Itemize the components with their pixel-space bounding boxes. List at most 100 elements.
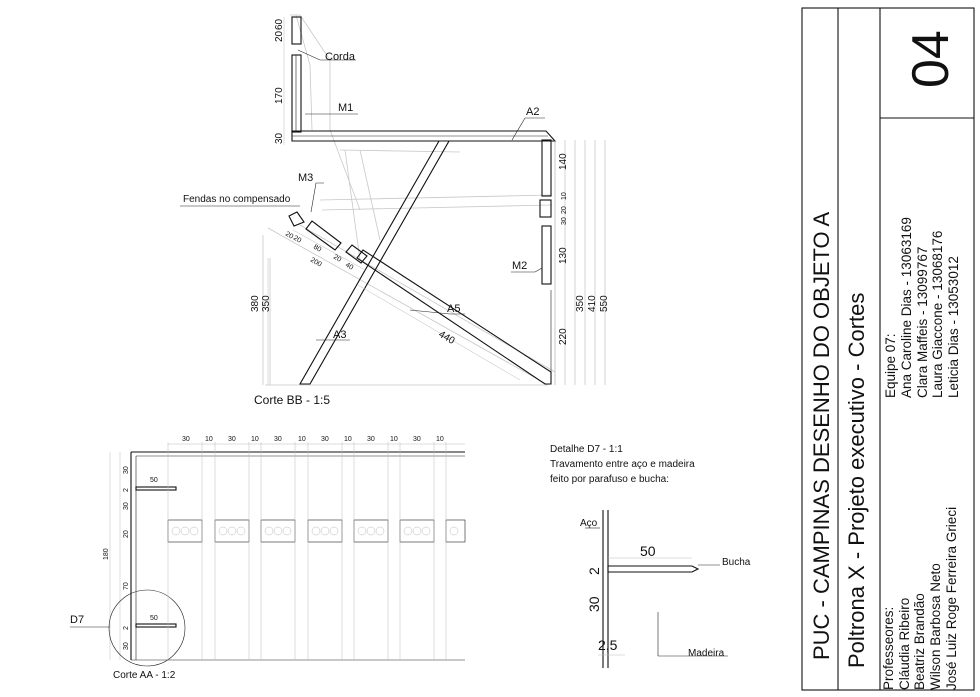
dim-text: 50 bbox=[150, 477, 158, 484]
dim-text: 30 bbox=[228, 436, 236, 443]
team-member: Laura Giaccone - 13068176 bbox=[930, 231, 945, 398]
dim-text: 380 bbox=[250, 295, 261, 312]
dim-text: 10 bbox=[436, 436, 444, 443]
dim-text: 30 bbox=[123, 466, 130, 474]
dim-text: 30 bbox=[561, 217, 568, 225]
dim-text: 70 bbox=[123, 582, 130, 590]
dim-text: 140 bbox=[558, 153, 569, 170]
dim-text: 10 bbox=[344, 436, 352, 443]
dim-text: 20 bbox=[284, 231, 294, 241]
dim-text: 30 bbox=[123, 642, 130, 650]
title-block: PUC - CAMPINAS DESENHO DO OBJETO A Poltr… bbox=[801, 7, 975, 691]
dim-text: 30 bbox=[123, 502, 130, 510]
slot-block-m3-c bbox=[345, 244, 368, 264]
front-upright-upper bbox=[541, 139, 552, 197]
dim-text: 30 bbox=[367, 436, 375, 443]
dim-2: 2 bbox=[586, 567, 602, 575]
section-bb: Corda M1 A2 M3 Fendas no compensado M2 A… bbox=[180, 14, 610, 407]
dim-text: 30 bbox=[182, 436, 190, 443]
diagonal-a3 bbox=[299, 140, 450, 385]
dim-text: 20 bbox=[274, 30, 285, 42]
dim-text: 10 bbox=[205, 436, 213, 443]
slat-circles bbox=[171, 526, 459, 536]
detail-title: Detalhe D7 - 1:1 bbox=[550, 444, 623, 455]
dim-text: 410 bbox=[587, 295, 598, 312]
dim-text: 200 bbox=[309, 257, 323, 269]
label-fendas: Fendas no compensado bbox=[183, 194, 291, 205]
dim-30: 30 bbox=[586, 596, 602, 612]
screw-lower bbox=[135, 623, 177, 628]
dim-text: 10 bbox=[298, 436, 306, 443]
dim-50: 50 bbox=[640, 543, 656, 559]
dim-text: 10 bbox=[390, 436, 398, 443]
detail-desc-1: Travamento entre aço e madeira bbox=[550, 459, 695, 470]
label-corda: Corda bbox=[325, 51, 356, 63]
dim-text: 10 bbox=[561, 192, 568, 200]
dim-text: 550 bbox=[599, 295, 610, 312]
professor-name: Wilson Barbosa Neto bbox=[928, 563, 943, 690]
institution-title: PUC - CAMPINAS DESENHO DO OBJETO A bbox=[809, 211, 834, 660]
dim-text: 10 bbox=[251, 436, 259, 443]
dim-25: 2,5 bbox=[598, 637, 618, 653]
detail-desc-2: feito por parafuso e bucha: bbox=[550, 474, 669, 485]
label-aco: Aço bbox=[580, 518, 598, 529]
dim-text: 220 bbox=[558, 328, 569, 345]
dim-text: 130 bbox=[558, 247, 569, 264]
detail-d7: Detalhe D7 - 1:1 Travamento entre aço e … bbox=[550, 444, 751, 668]
dim-text: 30 bbox=[321, 436, 329, 443]
slot-block-m3-a bbox=[288, 211, 305, 227]
dim-text: 30 bbox=[274, 132, 285, 144]
front-slot-block bbox=[539, 199, 552, 218]
dim-text: 60 bbox=[274, 18, 285, 30]
section-aa-title: Corte AA - 1:2 bbox=[113, 670, 176, 681]
dim-text: 20 bbox=[292, 235, 302, 245]
label-m1: M1 bbox=[338, 102, 353, 114]
dim-text: 80 bbox=[312, 244, 322, 254]
professor-name: José Luiz Roge Ferreira Grieci bbox=[944, 507, 959, 690]
dim-text: 30 bbox=[274, 436, 282, 443]
label-m3: M3 bbox=[298, 172, 313, 184]
team-member: Clara Maffeis - 13099767 bbox=[915, 247, 930, 398]
drawing-subtitle: Poltrona X - Projeto executivo - Cortes bbox=[844, 293, 869, 668]
label-a3: A3 bbox=[333, 329, 346, 341]
section-aa: 50 50 D7 bbox=[70, 436, 466, 681]
label-a5: A5 bbox=[447, 303, 460, 315]
title-block-frame bbox=[801, 7, 975, 691]
dim-text: 20 bbox=[123, 530, 130, 538]
dim-text: 30 bbox=[413, 436, 421, 443]
dim-text: 20 bbox=[561, 206, 568, 214]
professor-name: Cláudia Ribeiro bbox=[897, 598, 912, 690]
dim-text: 50 bbox=[150, 615, 158, 622]
dim-text: 350 bbox=[575, 295, 586, 312]
professor-name: Beatriz Brandão bbox=[912, 593, 927, 690]
dim-text: 20 bbox=[332, 254, 342, 264]
top-dims: 30 10 30 10 30 10 30 10 30 10 30 10 bbox=[182, 436, 444, 443]
diagonal-a5 bbox=[356, 249, 552, 385]
dim-text: 350 bbox=[261, 295, 272, 312]
label-madeira: Madeira bbox=[688, 648, 725, 659]
label-bucha: Bucha bbox=[722, 557, 751, 568]
detail-circle-d7 bbox=[108, 589, 186, 667]
dim-text: 180 bbox=[103, 548, 110, 560]
front-upright-m2 bbox=[541, 225, 552, 285]
ghost-lines bbox=[262, 14, 606, 386]
slot-block-m3-b bbox=[305, 220, 342, 251]
screw-upper bbox=[135, 486, 177, 491]
backrest-top-block bbox=[291, 16, 302, 45]
team-member: Leticia Dias - 13053012 bbox=[946, 256, 961, 398]
screw-detail bbox=[607, 565, 700, 573]
dim-text: 2 bbox=[123, 488, 130, 492]
professors-title: Professeores: bbox=[881, 607, 896, 690]
dim-text: 2 bbox=[123, 626, 130, 630]
dim-text: 170 bbox=[274, 87, 285, 104]
detail-ref-d7: D7 bbox=[70, 614, 84, 626]
team-member: Ana Caroline Dias - 13063169 bbox=[899, 217, 914, 398]
team-title: Equipe 07: bbox=[883, 333, 898, 398]
section-bb-title: Corte BB - 1:5 bbox=[254, 393, 330, 407]
label-m2: M2 bbox=[512, 260, 527, 272]
slat-row bbox=[167, 519, 466, 543]
backrest-m1 bbox=[291, 54, 302, 133]
dim-text: 40 bbox=[344, 262, 354, 272]
sheet-number: 04 bbox=[902, 30, 960, 88]
